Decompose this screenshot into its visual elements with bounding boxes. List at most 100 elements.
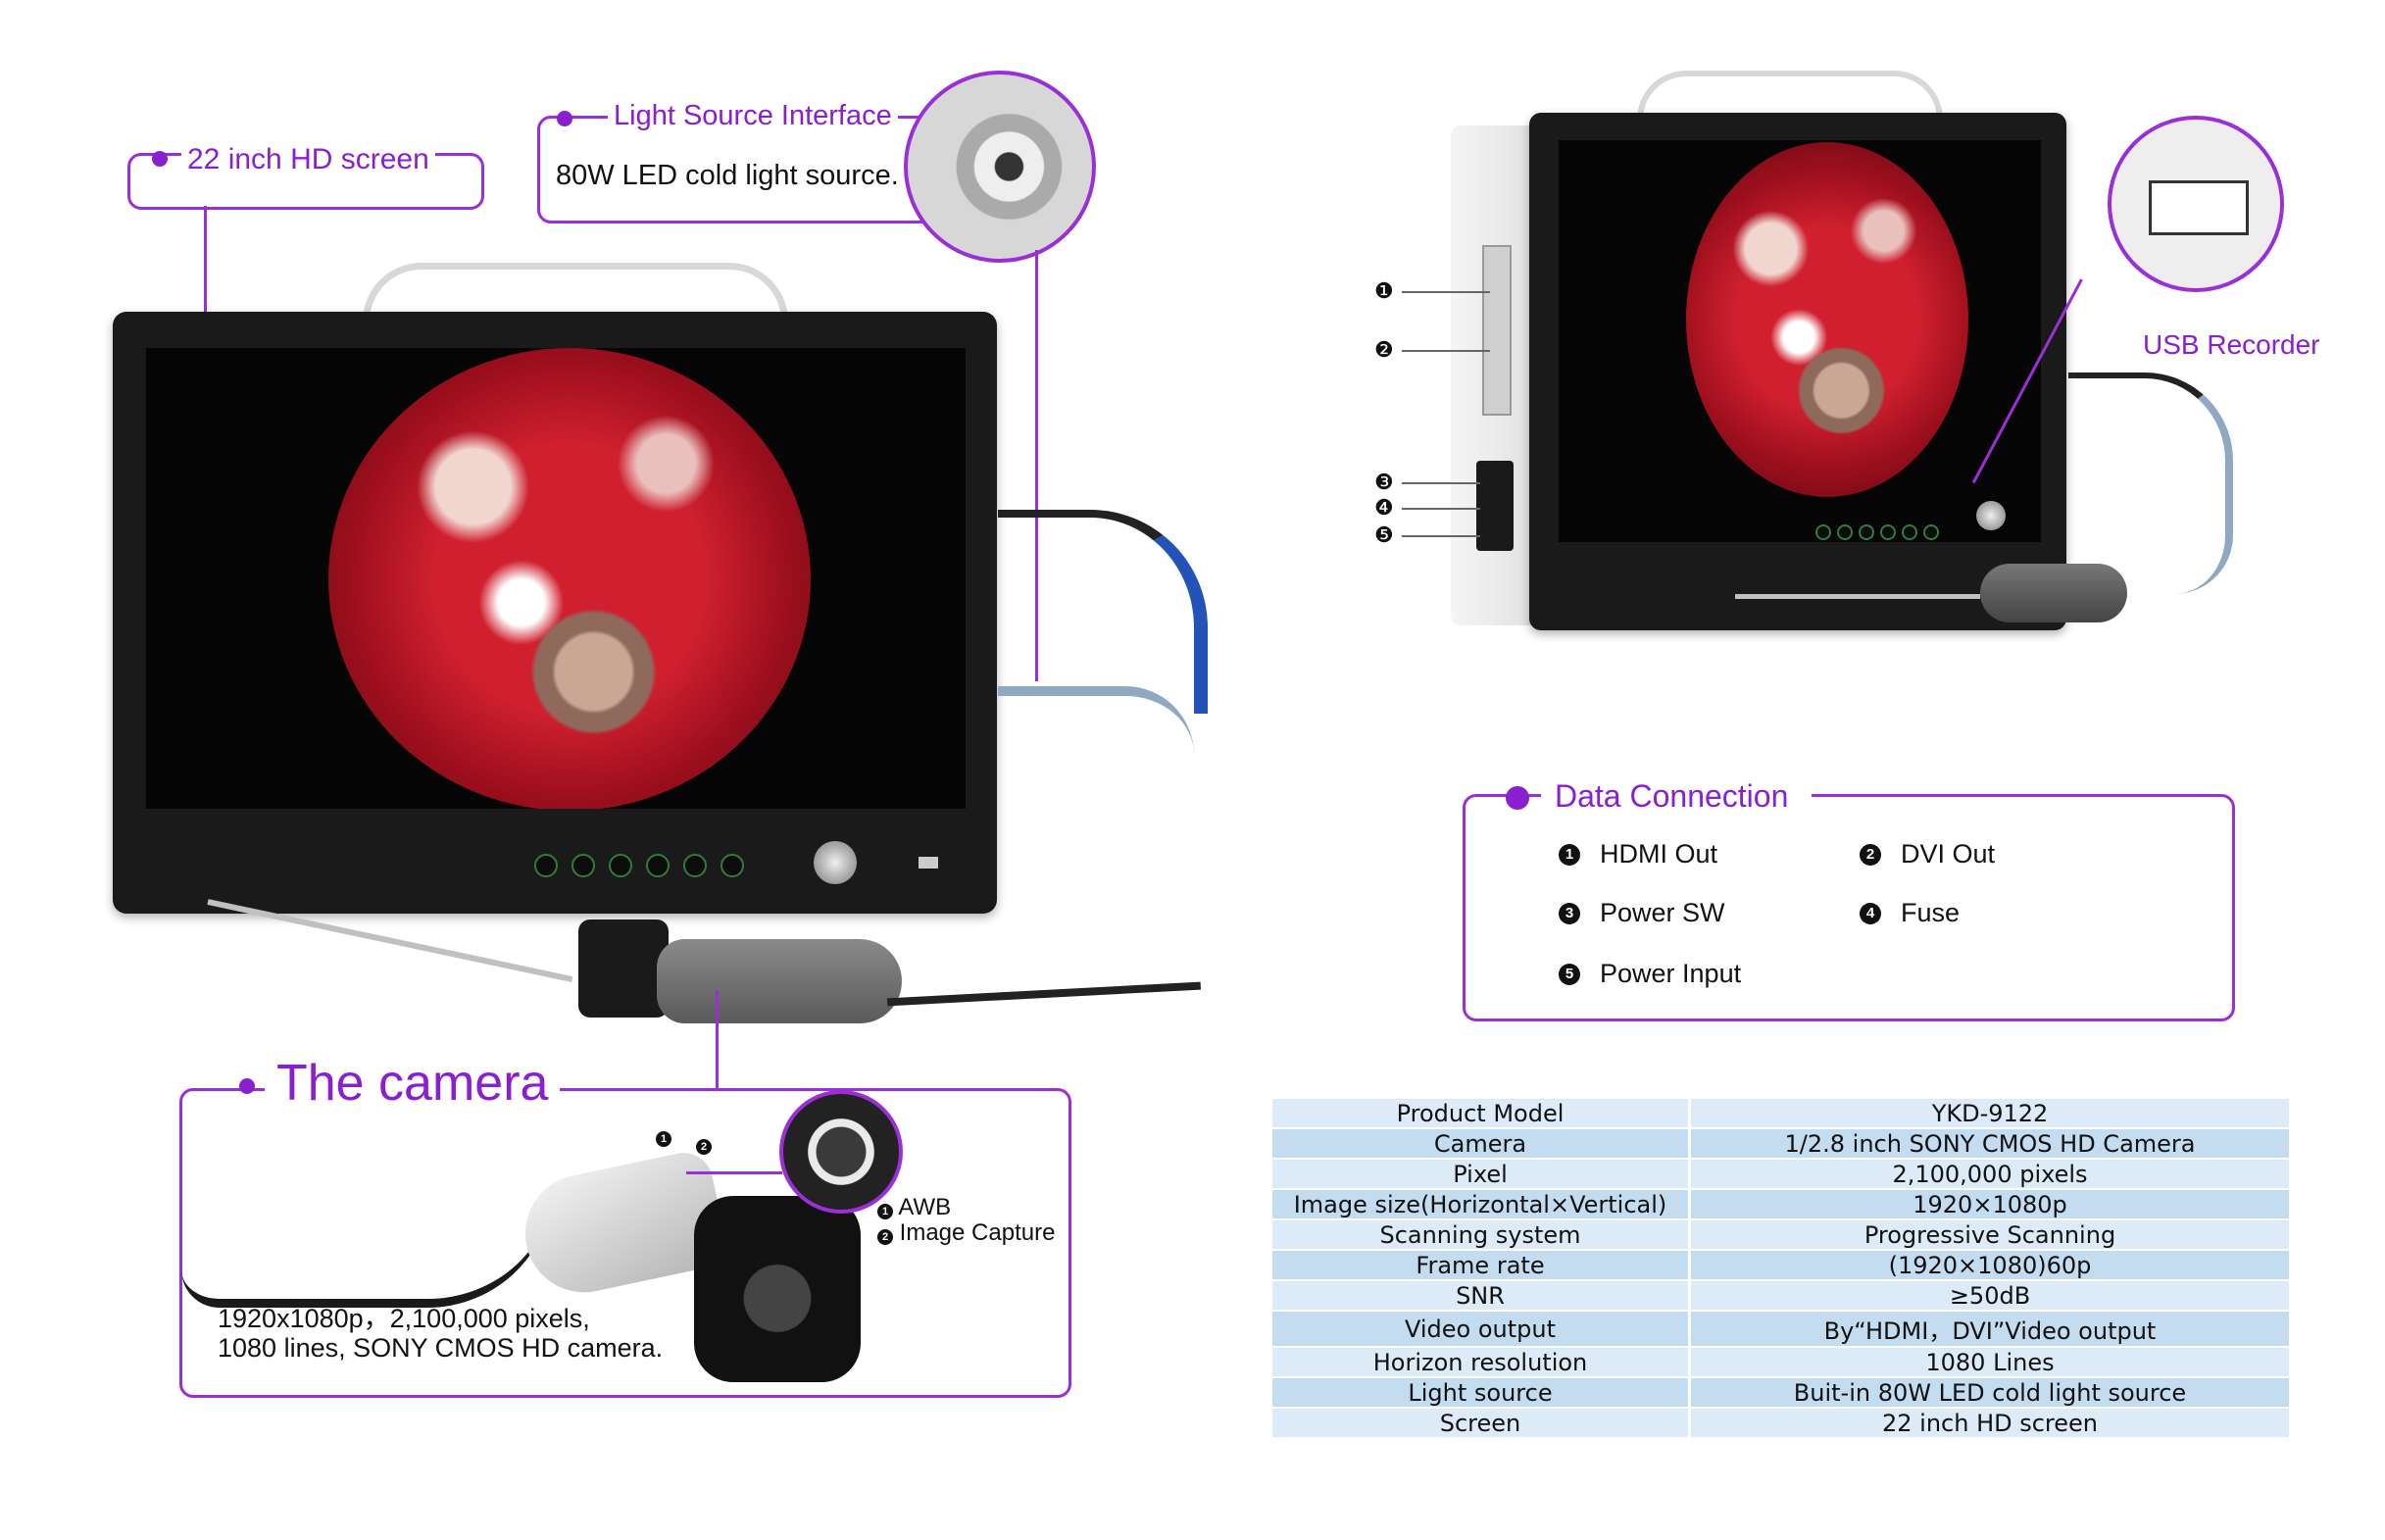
hdmi-label: HDMI Out [1600, 839, 1718, 869]
light-callout-text: 80W LED cold light source. [556, 160, 899, 191]
side-endoscope-view-image [1686, 142, 1968, 497]
camera-description-line-2: 1080 lines, SONY CMOS HD camera. [218, 1333, 664, 1363]
spec-label: Product Model [1272, 1099, 1691, 1129]
spec-label: Light source [1272, 1377, 1691, 1409]
marker-line-5 [1402, 535, 1480, 537]
spec-label: Pixel [1272, 1159, 1691, 1190]
screen-callout-label: 22 inch HD screen [181, 143, 435, 176]
light-callout-box [537, 116, 965, 224]
spec-label: Video output [1272, 1311, 1691, 1348]
side-monitor-buttons [1815, 524, 1939, 540]
endoscope-eyepiece [578, 919, 669, 1018]
awb-number-icon: 1 [877, 1204, 893, 1219]
side-port-panel [1482, 245, 1512, 416]
camera-cable [998, 510, 1208, 714]
light-callout-title: Light Source Interface [608, 100, 898, 132]
camera-buttons-magnified [779, 1090, 903, 1214]
data-item-dvi: 2 DVI Out [1860, 839, 1995, 869]
hdmi-number-icon: 1 [1559, 843, 1580, 866]
camera-cable-curve [181, 1181, 554, 1308]
spec-label: Image size(Horizontal×Vertical) [1272, 1189, 1691, 1220]
dvi-label: DVI Out [1901, 839, 1996, 869]
light-callout-leader [1035, 250, 1038, 681]
usb-port-magnified [2108, 116, 2284, 292]
monitor-button-4 [646, 854, 670, 877]
data-item-power-input: 5 Power Input [1559, 959, 1741, 989]
spec-label: Frame rate [1272, 1250, 1691, 1281]
spec-label: Camera [1272, 1128, 1691, 1160]
camera-description-line-1: 1920x1080p，2,100,000 pixels, [218, 1304, 590, 1333]
camera-head-cable [887, 981, 1201, 1007]
fuse-label: Fuse [1901, 898, 1961, 927]
monitor-button-3 [609, 854, 632, 877]
camera-button-marker-2: 2 [696, 1137, 712, 1155]
table-row: SNR≥50dB [1272, 1280, 2289, 1312]
spec-value: ≥50dB [1689, 1280, 2289, 1312]
data-item-power-sw: 3 Power SW [1559, 898, 1725, 928]
capture-label: Image Capture [899, 1219, 1056, 1246]
side-cable [2068, 373, 2233, 594]
fuse-number-icon: 4 [1860, 902, 1881, 924]
camera-callout-leader [716, 990, 719, 1088]
side-monitor-knob [1976, 501, 2006, 530]
side-endoscope-rod [1735, 594, 1980, 599]
side-marker-2: ❷ [1374, 337, 1394, 362]
spec-value: Buit-in 80W LED cold light source [1689, 1377, 2289, 1409]
monitor-control-buttons [534, 854, 744, 877]
marker-line-4 [1402, 508, 1480, 510]
light-callout-dot [557, 111, 572, 126]
awb-label: AWB [898, 1194, 952, 1220]
monitor-knob [814, 841, 857, 884]
camera-button-legend-awb: 1 AWB [877, 1194, 951, 1221]
monitor-button-5 [683, 854, 707, 877]
spec-value: (1920×1080)60p [1689, 1250, 2289, 1281]
marker-line-1 [1402, 291, 1490, 293]
monitor-handle [363, 263, 788, 348]
usb-callout-label: USB Recorder [2143, 329, 2320, 360]
marker-line-2 [1402, 350, 1490, 352]
camera-coupler-image [694, 1196, 861, 1382]
camera-buttons-leader [686, 1171, 782, 1174]
spec-value: By“HDMI，DVI”Video output [1689, 1311, 2289, 1348]
side-marker-4: ❹ [1374, 495, 1394, 520]
data-item-hdmi: 1 HDMI Out [1559, 839, 1717, 869]
data-connection-title: Data Connection [1541, 778, 1813, 815]
camera-callout-title: The camera [265, 1054, 561, 1113]
spec-value: 2,100,000 pixels [1689, 1159, 2289, 1190]
power-input-number-icon: 5 [1559, 963, 1580, 985]
monitor-button-2 [571, 854, 595, 877]
screen-callout-dot [152, 151, 168, 167]
main-monitor [113, 312, 997, 914]
table-row: Image size(Horizontal×Vertical)1920×1080… [1272, 1189, 2289, 1220]
camera-head-image [657, 939, 902, 1023]
side-monitor-screen [1559, 140, 2041, 542]
side-monitor [1529, 113, 2066, 630]
light-port-magnified-image [904, 71, 1096, 263]
power-sw-label: Power SW [1600, 898, 1725, 927]
side-monitor-handle [1637, 71, 1943, 135]
spec-value: 1920×1080p [1689, 1189, 2289, 1220]
spec-value: YKD-9122 [1689, 1099, 2289, 1129]
power-input-label: Power Input [1600, 959, 1742, 988]
power-sw-number-icon: 3 [1559, 902, 1580, 924]
spec-label: Horizon resolution [1272, 1347, 1691, 1378]
camera-callout-dot [239, 1078, 255, 1094]
spec-value: 1080 Lines [1689, 1347, 2289, 1378]
spec-label: Screen [1272, 1408, 1691, 1439]
power-module [1476, 461, 1514, 551]
spec-value: 1/2.8 inch SONY CMOS HD Camera [1689, 1128, 2289, 1160]
spec-label: SNR [1272, 1280, 1691, 1312]
data-connection-dot [1506, 786, 1529, 810]
data-connection-box [1463, 794, 2235, 1021]
side-marker-1: ❶ [1374, 278, 1394, 303]
camera-button-legend-capture: 2 Image Capture [877, 1219, 1055, 1247]
